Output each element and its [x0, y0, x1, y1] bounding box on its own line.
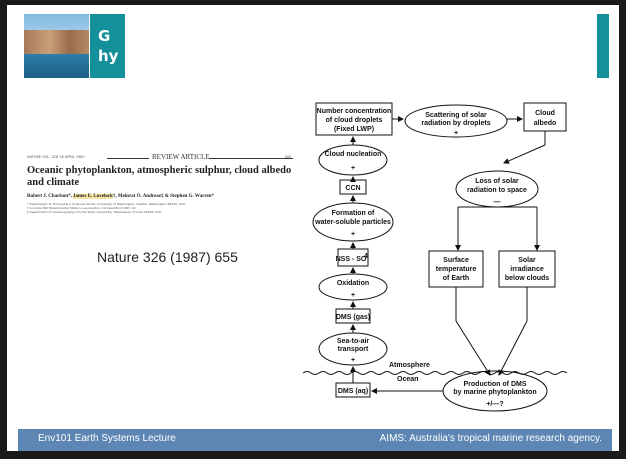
- journal-line: NATURE VOL. 326 16 APRIL 1987: [27, 155, 85, 159]
- label-sea-to-air-2: transport: [338, 346, 369, 353]
- header-accent-bar: [597, 14, 609, 78]
- label-scattering-1: Scattering of solar: [425, 112, 487, 119]
- label-sea-to-air-1: Sea-to-air: [337, 338, 370, 345]
- title-line-2: hy: [98, 47, 119, 65]
- page-number: 655: [285, 155, 291, 159]
- label-production-1: Production of DMS: [464, 381, 527, 388]
- highlighted-author: James E. Lovelock: [72, 194, 113, 199]
- footer-bar: Env101 Earth Systems Lecture AIMS: Austr…: [18, 429, 612, 451]
- photo-cliff: [24, 30, 89, 54]
- sea-surface-wave: [302, 371, 568, 375]
- label-number-concentration-2: of cloud droplets: [326, 117, 383, 124]
- affiliation-2: † Coombe Mill Experimental Station, Laun…: [27, 206, 136, 210]
- section-label: REVIEW ARTICLE: [152, 153, 210, 161]
- label-irradiance-3: below clouds: [505, 275, 549, 282]
- label-irradiance-1: Solar: [518, 257, 536, 264]
- footer-right-text: AIMS: Australia's tropical marine resear…: [379, 433, 602, 444]
- sign-formation: +: [351, 231, 355, 238]
- citation: Nature 326 (1987) 655: [97, 249, 238, 265]
- claw-diagram: Number concentration of cloud droplets (…: [302, 102, 568, 412]
- label-formation-2: water-soluble particles: [314, 219, 391, 226]
- authors-before: Robert J. Charlson*,: [27, 194, 73, 199]
- arrow-irradiance-to-production: [498, 320, 528, 376]
- sign-scattering: +: [454, 130, 458, 137]
- label-number-concentration-3: (Fixed LWP): [334, 126, 374, 133]
- slide-title: G hy: [98, 26, 118, 66]
- label-irradiance-2: irradiance: [510, 266, 544, 273]
- affiliation-3: ‡ Department of Oceanography, Florida St…: [27, 210, 162, 214]
- arrow-albedo-to-loss: [503, 144, 546, 164]
- label-cloud-albedo-1: Cloud: [535, 110, 555, 117]
- label-cloud-albedo-2: albedo: [534, 120, 557, 127]
- photo-sea: [24, 54, 89, 78]
- label-surface-2: temperature: [436, 266, 477, 273]
- label-atmosphere: Atmosphere: [389, 362, 430, 369]
- label-nss-sub: 4: [364, 253, 368, 260]
- label-scattering-2: radiation by droplets: [421, 120, 490, 127]
- rule-right: [209, 158, 293, 159]
- paper-title: Oceanic phytoplankton, atmospheric sulph…: [27, 165, 292, 188]
- label-cloud-nucleation: Cloud nucleation: [325, 151, 382, 158]
- sign-cloud-nucleation: +: [351, 165, 355, 172]
- title-line-1: G: [98, 27, 111, 45]
- affiliation-1: * Department of Atmospheric Sciences AK-…: [27, 202, 186, 206]
- authors-after: †, Meinrat O. Andreae‡ & Stephen G. Warr…: [112, 194, 214, 199]
- slide: G hy NATURE VOL. 326 16 APRIL 1987 REVIE…: [7, 5, 619, 451]
- sign-oxidation: +: [351, 292, 355, 299]
- arrow-surface-to-production: [455, 320, 491, 376]
- label-loss-solar-2: radiation to space: [467, 187, 527, 194]
- sign-production: +/—?: [486, 401, 503, 408]
- paper-authors: Robert J. Charlson*, James E. Lovelock†,…: [27, 194, 302, 199]
- ellipse-scattering: [404, 104, 508, 138]
- label-dms-gas: DMS (gas): [336, 314, 370, 321]
- rule-left: [107, 158, 149, 159]
- sign-loss-solar: —: [494, 199, 501, 206]
- affiliations: * Department of Atmospheric Sciences AK-…: [27, 202, 185, 214]
- label-production-2: by marine phytoplankton: [453, 389, 536, 396]
- label-surface-3: of Earth: [443, 275, 469, 282]
- label-number-concentration-1: Number concentration: [317, 108, 392, 115]
- label-ccn: CCN: [345, 185, 360, 192]
- sign-sea-to-air: +: [351, 357, 355, 364]
- label-formation-1: Formation of: [332, 210, 375, 217]
- title-box: G hy: [90, 14, 125, 78]
- label-surface-1: Surface: [443, 257, 469, 264]
- label-ocean: Ocean: [397, 376, 418, 383]
- label-loss-solar-1: Loss of solar: [475, 178, 519, 185]
- label-nss: NSS - SO: [336, 256, 367, 263]
- footer-left-text: Env101 Earth Systems Lecture: [38, 433, 176, 444]
- label-oxidation: Oxidation: [337, 280, 369, 287]
- label-dms-aq: DMS (aq): [338, 388, 368, 395]
- header-photo: [24, 14, 89, 78]
